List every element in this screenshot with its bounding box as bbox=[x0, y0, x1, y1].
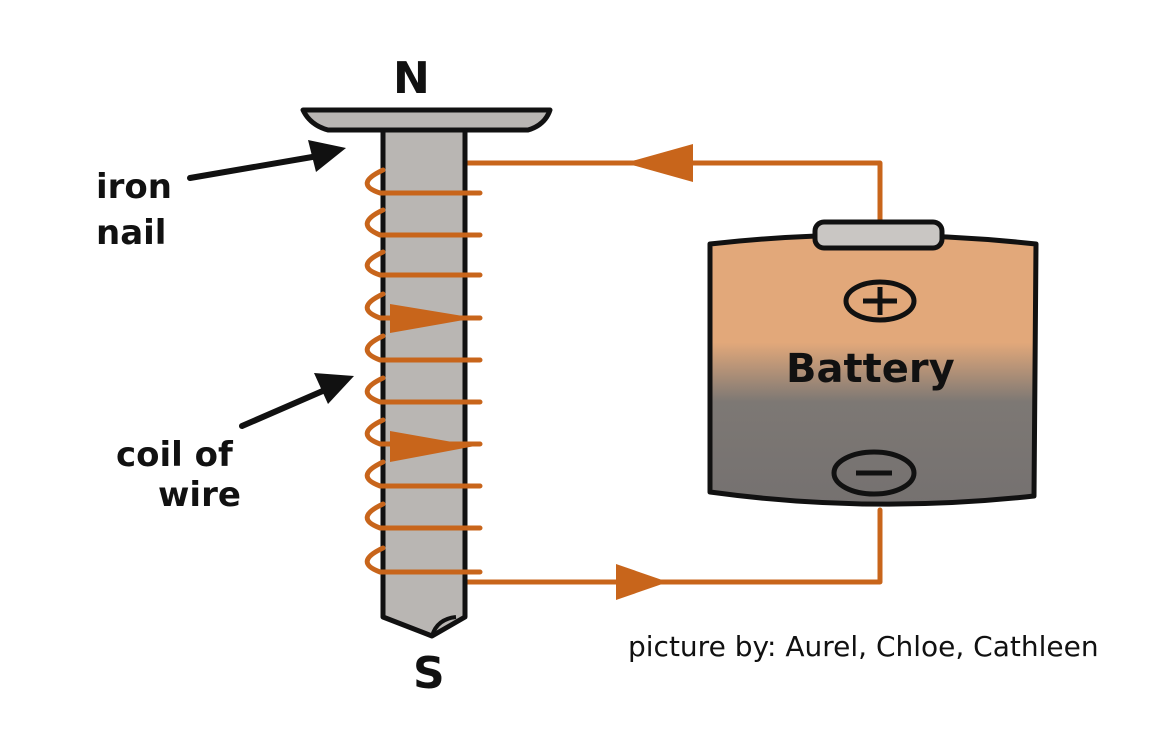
current-arrow-top bbox=[625, 144, 693, 182]
circuit-wire bbox=[462, 160, 883, 585]
coil-arrowhead bbox=[314, 373, 354, 404]
iron-nail-callout: iron nail bbox=[96, 140, 346, 253]
battery: Battery bbox=[707, 219, 1039, 507]
coil-of-wire bbox=[364, 167, 483, 575]
iron-nail-label-line1: iron bbox=[96, 167, 172, 207]
south-pole-label: S bbox=[413, 648, 445, 699]
credit-text: picture by: Aurel, Chloe, Cathleen bbox=[628, 630, 1099, 663]
coil-callout: coil of wire bbox=[116, 373, 354, 515]
coil-label-line2: wire bbox=[158, 475, 241, 515]
iron-nail-label-line2: nail bbox=[96, 213, 166, 253]
plus-sign bbox=[843, 279, 917, 323]
iron-nail-pointer-arrow bbox=[187, 153, 321, 181]
coil-pointer-arrow bbox=[239, 387, 328, 429]
current-arrow-bottom bbox=[616, 564, 668, 600]
coil-label-line1: coil of bbox=[116, 435, 234, 475]
battery-label: Battery bbox=[786, 346, 955, 392]
iron-nail bbox=[300, 107, 553, 639]
battery-terminal-cap bbox=[812, 219, 945, 251]
coil-arrow-upper bbox=[390, 304, 475, 333]
coil-arrow-lower bbox=[390, 431, 475, 462]
minus-sign bbox=[831, 449, 917, 497]
north-pole-label: N bbox=[393, 53, 430, 104]
iron-nail-arrowhead bbox=[308, 140, 346, 172]
